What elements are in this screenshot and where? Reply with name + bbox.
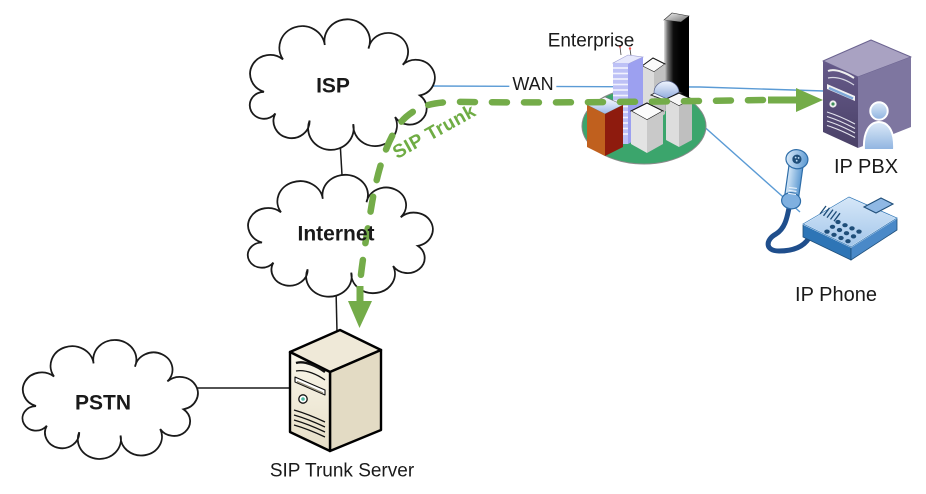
sip-trunk-server-label: SIP Trunk Server — [269, 460, 415, 482]
enterprise-icon — [581, 12, 707, 165]
gray-building-right — [664, 92, 694, 147]
dome-building — [649, 80, 684, 102]
ip-pbx-icon — [822, 39, 912, 151]
phone-speaker-lines — [819, 205, 841, 222]
isp-label: ISP — [316, 74, 350, 98]
pbx-vents — [826, 111, 856, 138]
pstn-cloud — [23, 340, 198, 459]
enterprise-label: Enterprise — [547, 30, 635, 52]
internet-cloud — [248, 175, 433, 297]
phone-handset — [781, 149, 809, 210]
internet-label: Internet — [297, 222, 375, 246]
server-vents — [293, 409, 326, 438]
isp-cloud — [250, 19, 435, 150]
pstn-label: PSTN — [74, 391, 132, 415]
ip-phone-label: IP Phone — [795, 284, 877, 306]
sip-trunk-arrowhead-right — [796, 88, 823, 112]
wan-label: WAN — [509, 74, 557, 95]
phone-keypad — [824, 219, 862, 244]
ip-pbx-label: IP PBX — [833, 156, 899, 178]
sip-trunk-server-icon — [288, 328, 383, 453]
phone-screen — [862, 197, 895, 214]
sip-trunk-arrowhead-down — [348, 301, 372, 328]
gray-cube-front — [629, 102, 665, 153]
sip-trunk-dashed-arrow — [348, 88, 823, 328]
ip-phone-icon — [765, 149, 899, 261]
red-building — [586, 96, 624, 156]
user-person-icon — [862, 101, 896, 151]
phone-base — [801, 196, 899, 261]
